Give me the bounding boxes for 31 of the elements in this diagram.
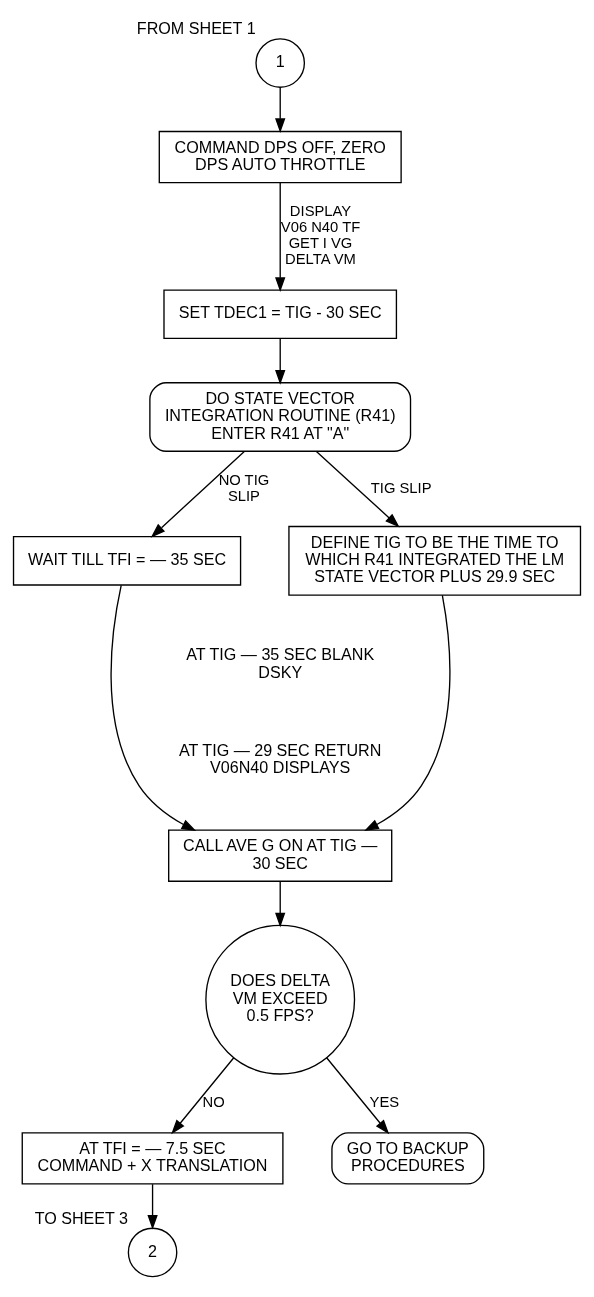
edge-label: YES xyxy=(369,1093,400,1110)
node-circle: 2 xyxy=(127,1227,178,1277)
node-box: WAIT TILL TFI = — 35 SEC xyxy=(12,535,242,586)
edge-label: TIG SLIP xyxy=(370,479,432,496)
arrow xyxy=(275,86,286,133)
node-box: DEFINE TIG TO BE THE TIME TO WHICH R41 INTEGRATED THE LM STATE VECTOR PLUS 29.9 SEC xyxy=(288,525,582,596)
arrow xyxy=(275,181,286,292)
node-box: SET TDEC1 = TIG - 30 SEC xyxy=(163,288,398,339)
node-box: DO STATE VECTOR INTEGRATION ROUTINE (R41) ENTER R41 AT "A" xyxy=(149,381,412,452)
node-box: GO TO BACKUP PROCEDURES xyxy=(331,1131,485,1185)
arrow xyxy=(315,450,400,527)
arrow xyxy=(325,1056,390,1134)
node-box: CALL AVE G ON AT TIG — 30 SEC xyxy=(168,829,393,882)
arrow xyxy=(150,450,245,538)
node-box: COMMAND DPS OFF, ZERO DPS AUTO THROTTLE xyxy=(158,130,402,183)
arrow xyxy=(171,1056,235,1134)
node-box: AT TFI = — 7.5 SEC COMMAND + X TRANSLATION xyxy=(21,1131,284,1185)
arrow xyxy=(110,584,197,831)
edge-label: NO xyxy=(202,1093,225,1110)
arrow xyxy=(147,1183,158,1230)
node-label: FROM SHEET 1 xyxy=(136,18,256,37)
arrow xyxy=(275,880,286,927)
arrow xyxy=(275,337,286,385)
label: AT TIG — 35 SEC BLANK DSKY xyxy=(186,644,375,681)
edge-label: NO TIG SLIP xyxy=(218,471,270,504)
node-circle: 1 xyxy=(255,37,306,88)
edge-label: DISPLAY V06 N40 TF GET I VG DELTA VM xyxy=(280,202,361,267)
arrow xyxy=(364,594,451,831)
label: AT TIG — 29 SEC RETURN V06N40 DISPLAYS xyxy=(179,740,382,776)
node-circle: DOES DELTA VM EXCEED 0.5 FPS? xyxy=(205,924,356,1075)
node-label: TO SHEET 3 xyxy=(34,1208,129,1227)
